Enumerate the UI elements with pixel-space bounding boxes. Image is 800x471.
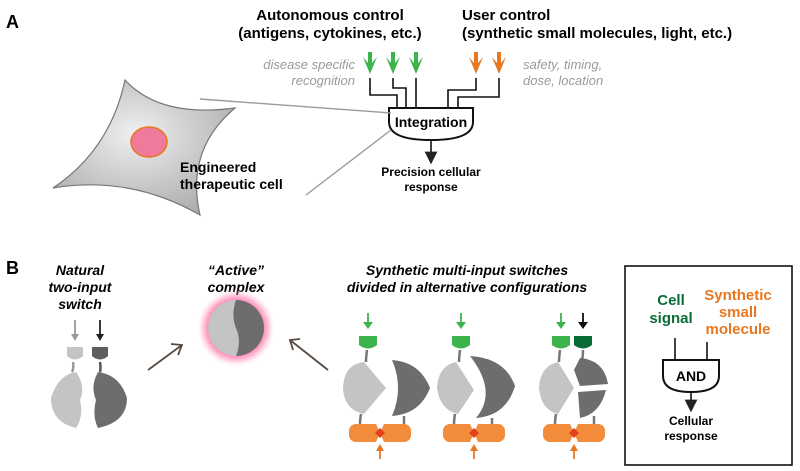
- box-synthetic-line1: Synthetic: [704, 287, 772, 304]
- green-arrow-icon: [363, 52, 377, 74]
- arrow-to-complex-left: [147, 343, 184, 371]
- user-subtitle: (synthetic small molecules, light, etc.): [462, 25, 732, 42]
- synthetic-switch-3: [539, 313, 608, 459]
- cell-label-line1: Engineered: [180, 159, 256, 175]
- autonomous-note-line1: disease specific: [263, 57, 355, 72]
- box-output-line2: response: [664, 429, 718, 443]
- user-note-line1: safety, timing,: [523, 57, 602, 72]
- panel-b-letter: B: [6, 258, 19, 278]
- box-output-line1: Cellular: [669, 414, 713, 428]
- cell-connector-line: [305, 129, 392, 196]
- box-synthetic-line2: small: [719, 304, 757, 321]
- orange-arrow-icon: [492, 52, 506, 74]
- active-complex: [196, 288, 276, 368]
- and-gate-wires: [674, 338, 708, 360]
- and-gate-label: AND: [676, 368, 706, 384]
- green-arrow-icon: [409, 52, 423, 74]
- green-arrow-icon: [386, 52, 400, 74]
- box-cell-signal-line2: signal: [649, 310, 692, 327]
- user-title: User control: [462, 7, 550, 24]
- natural-switch-line2: two-input: [49, 279, 113, 295]
- synthetic-switch-1: [343, 313, 430, 459]
- integration-label: Integration: [395, 114, 467, 130]
- cell-label-line2: therapeutic cell: [180, 176, 283, 192]
- output-line2: response: [404, 180, 458, 194]
- autonomous-title: Autonomous control: [256, 7, 403, 24]
- cell-nucleus: [130, 126, 168, 158]
- user-note-line2: dose, location: [523, 73, 603, 88]
- natural-switch-line1: Natural: [56, 262, 105, 278]
- natural-switch-line3: switch: [58, 296, 102, 312]
- autonomous-subtitle: (antigens, cytokines, etc.): [238, 25, 421, 42]
- active-label-line1: “Active”: [208, 262, 264, 278]
- synthetic-title-line1: Synthetic multi-input switches: [366, 262, 568, 278]
- synthetic-title-line2: divided in alternative configurations: [347, 279, 588, 295]
- arrow-to-complex-right: [288, 338, 329, 371]
- cell-connector-line: [199, 98, 392, 114]
- integration-gate: [388, 107, 474, 142]
- output-line1: Precision cellular: [381, 165, 481, 179]
- autonomous-input-arrows: [363, 52, 423, 74]
- orange-arrow-icon: [469, 52, 483, 74]
- input-wires: [369, 78, 500, 108]
- synthetic-switch-2: [437, 313, 515, 459]
- box-synthetic-line3: molecule: [705, 321, 770, 338]
- panel-a-letter: A: [6, 12, 19, 32]
- autonomous-note-line2: recognition: [291, 73, 355, 88]
- box-cell-signal-line1: Cell: [657, 292, 685, 309]
- user-input-arrows: [469, 52, 506, 74]
- natural-switch: [51, 320, 127, 428]
